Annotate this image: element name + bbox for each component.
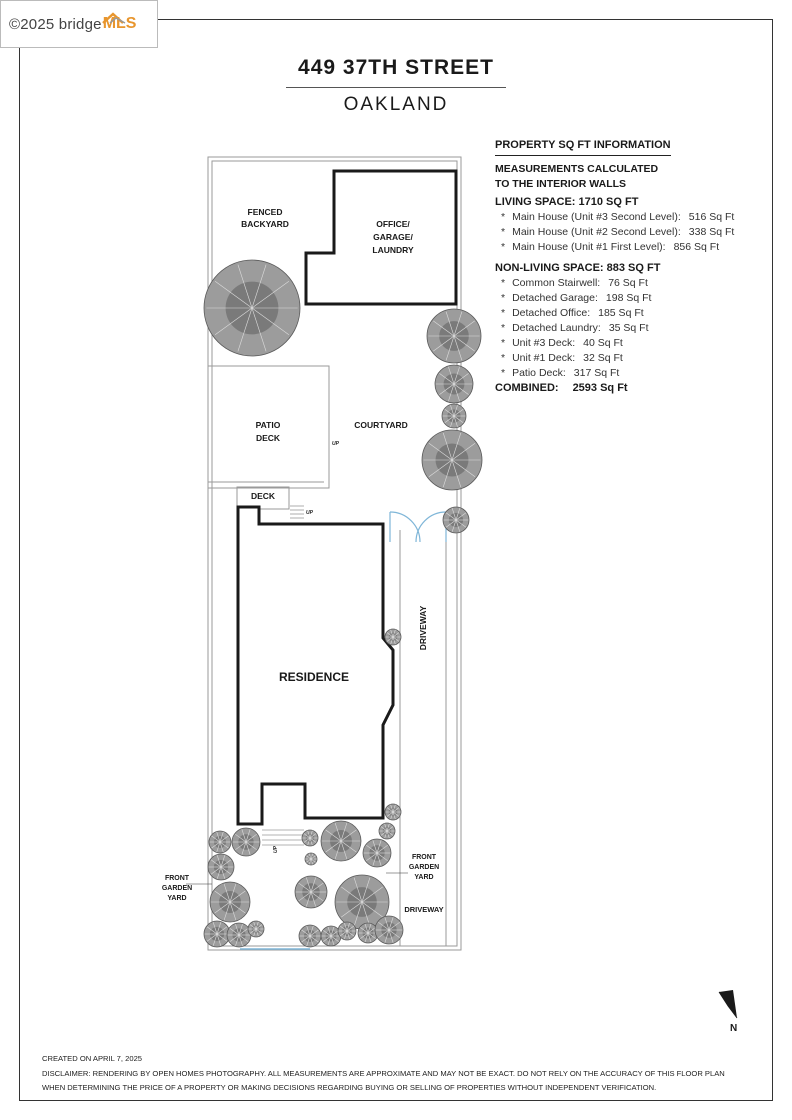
tree-icon	[441, 403, 467, 429]
front-garden-right-label: YARD	[414, 874, 433, 881]
fenced-backyard-label: BACKYARD	[241, 219, 289, 229]
title-divider	[286, 87, 506, 88]
front-garden-left-label: GARDEN	[162, 885, 192, 892]
tree-icon	[378, 822, 396, 840]
list-item: *Detached Laundry:35 Sq Ft	[501, 322, 649, 334]
list-item: *Main House (Unit #3 Second Level):516 S…	[501, 211, 735, 223]
tree-icon	[203, 259, 301, 357]
patio-deck-label: DECK	[256, 433, 281, 443]
created-date: CREATED ON APRIL 7, 2025	[42, 1054, 143, 1063]
living-space-title: LIVING SPACE: 1710 SQ FT	[495, 196, 639, 208]
tree-icon	[442, 506, 470, 534]
tree-icon	[426, 308, 482, 364]
north-arrow-icon	[718, 990, 738, 1019]
combined-total: COMBINED:2593 Sq Ft	[495, 382, 628, 394]
front-garden-right-label: FRONT	[412, 854, 437, 861]
footer: CREATED ON APRIL 7, 2025 DISCLAIMER: REN…	[42, 1052, 725, 1096]
list-item: *Patio Deck:317 Sq Ft	[501, 367, 620, 379]
stair-up-label: UP	[332, 441, 340, 447]
front-garden-left-label: FRONT	[165, 875, 190, 882]
garage-label: GARAGE/	[373, 232, 413, 242]
logo-mls: MLS	[102, 15, 137, 32]
driveway-bottom-label: DRIVEWAY	[404, 905, 443, 914]
tree-icon	[298, 924, 322, 948]
tree-icon	[374, 915, 404, 945]
office-garage-laundry-outline	[304, 169, 458, 306]
measure-note-2: TO THE INTERIOR WALLS	[495, 178, 627, 190]
living-space-list: *Main House (Unit #3 Second Level):516 S…	[495, 210, 734, 255]
residence-label: RESIDENCE	[279, 670, 349, 684]
list-item: *Common Stairwell:76 Sq Ft	[501, 277, 648, 289]
front-garden-left-label: YARD	[167, 895, 186, 902]
tree-icon	[320, 925, 342, 947]
tree-icon	[226, 922, 252, 948]
list-item: *Detached Garage:198 Sq Ft	[501, 292, 652, 304]
disclaimer-line-1: DISCLAIMER: RENDERING BY OPEN HOMES PHOT…	[42, 1068, 725, 1078]
page-frame	[19, 19, 773, 1101]
sqft-info-panel: PROPERTY SQ FT INFORMATION MEASUREMENTS …	[495, 138, 734, 396]
rear-steps	[290, 505, 304, 519]
nonliving-space-title: NON-LIVING SPACE: 883 SQ FT	[495, 262, 661, 274]
gate-doors	[389, 511, 447, 543]
front-garden-right-label: GARDEN	[409, 864, 439, 871]
residence-outline	[236, 505, 395, 826]
roof-logo-icon	[102, 12, 126, 24]
tree-icon	[384, 628, 402, 646]
tree-icon	[362, 838, 392, 868]
city-subtitle: OAKLAND	[343, 94, 449, 115]
tree-icon	[320, 820, 362, 862]
tree-icon	[337, 921, 357, 941]
list-item: *Unit #3 Deck:40 Sq Ft	[501, 337, 623, 349]
courtyard-label: COURTYARD	[354, 420, 408, 430]
fenced-backyard-label: FENCED	[248, 207, 283, 217]
list-item: *Detached Office:185 Sq Ft	[501, 307, 644, 319]
measure-note-1: MEASUREMENTS CALCULATED	[495, 163, 659, 175]
lot-fence-lines	[207, 156, 462, 951]
tree-icon	[357, 922, 379, 944]
tree-icon	[203, 920, 231, 948]
tree-icon	[434, 364, 474, 404]
tree-icon	[294, 875, 328, 909]
tree-icon	[301, 829, 319, 847]
list-item: *Main House (Unit #2 Second Level):338 S…	[501, 226, 735, 238]
tree-icon	[247, 920, 265, 938]
tree-icon	[384, 803, 402, 821]
list-item: *Unit #1 Deck:32 Sq Ft	[501, 352, 623, 364]
tree-icon	[208, 830, 232, 854]
landscaping-trees	[203, 259, 483, 948]
patio-deck-label: PATIO	[256, 420, 281, 430]
disclaimer-line-2: WHEN DETERMINING THE PRICE OF A PROPERTY…	[42, 1083, 657, 1092]
front-steps	[262, 829, 304, 846]
info-heading: PROPERTY SQ FT INFORMATION	[495, 138, 671, 156]
deck-label: DECK	[251, 491, 276, 501]
tree-icon	[231, 827, 261, 857]
address-title: 449 37TH STREET	[298, 56, 494, 79]
tree-icon	[209, 881, 251, 923]
stair-up-label: UP	[306, 510, 314, 516]
office-label: OFFICE/	[376, 219, 410, 229]
tree-icon	[304, 852, 318, 866]
tree-icon	[421, 429, 483, 491]
list-item: *Main House (Unit #1 First Level):856 Sq…	[501, 241, 720, 253]
logo-text: ©2025 bridge	[9, 15, 102, 33]
tree-icon	[207, 853, 235, 881]
north-label: N	[730, 1023, 737, 1034]
driveway-label: DRIVEWAY	[418, 605, 428, 650]
stair-up-label: UP	[273, 845, 279, 853]
laundry-label: LAUNDRY	[372, 245, 414, 255]
nonliving-space-list: *Common Stairwell:76 Sq Ft *Detached Gar…	[495, 276, 734, 381]
tree-icon	[334, 874, 390, 930]
